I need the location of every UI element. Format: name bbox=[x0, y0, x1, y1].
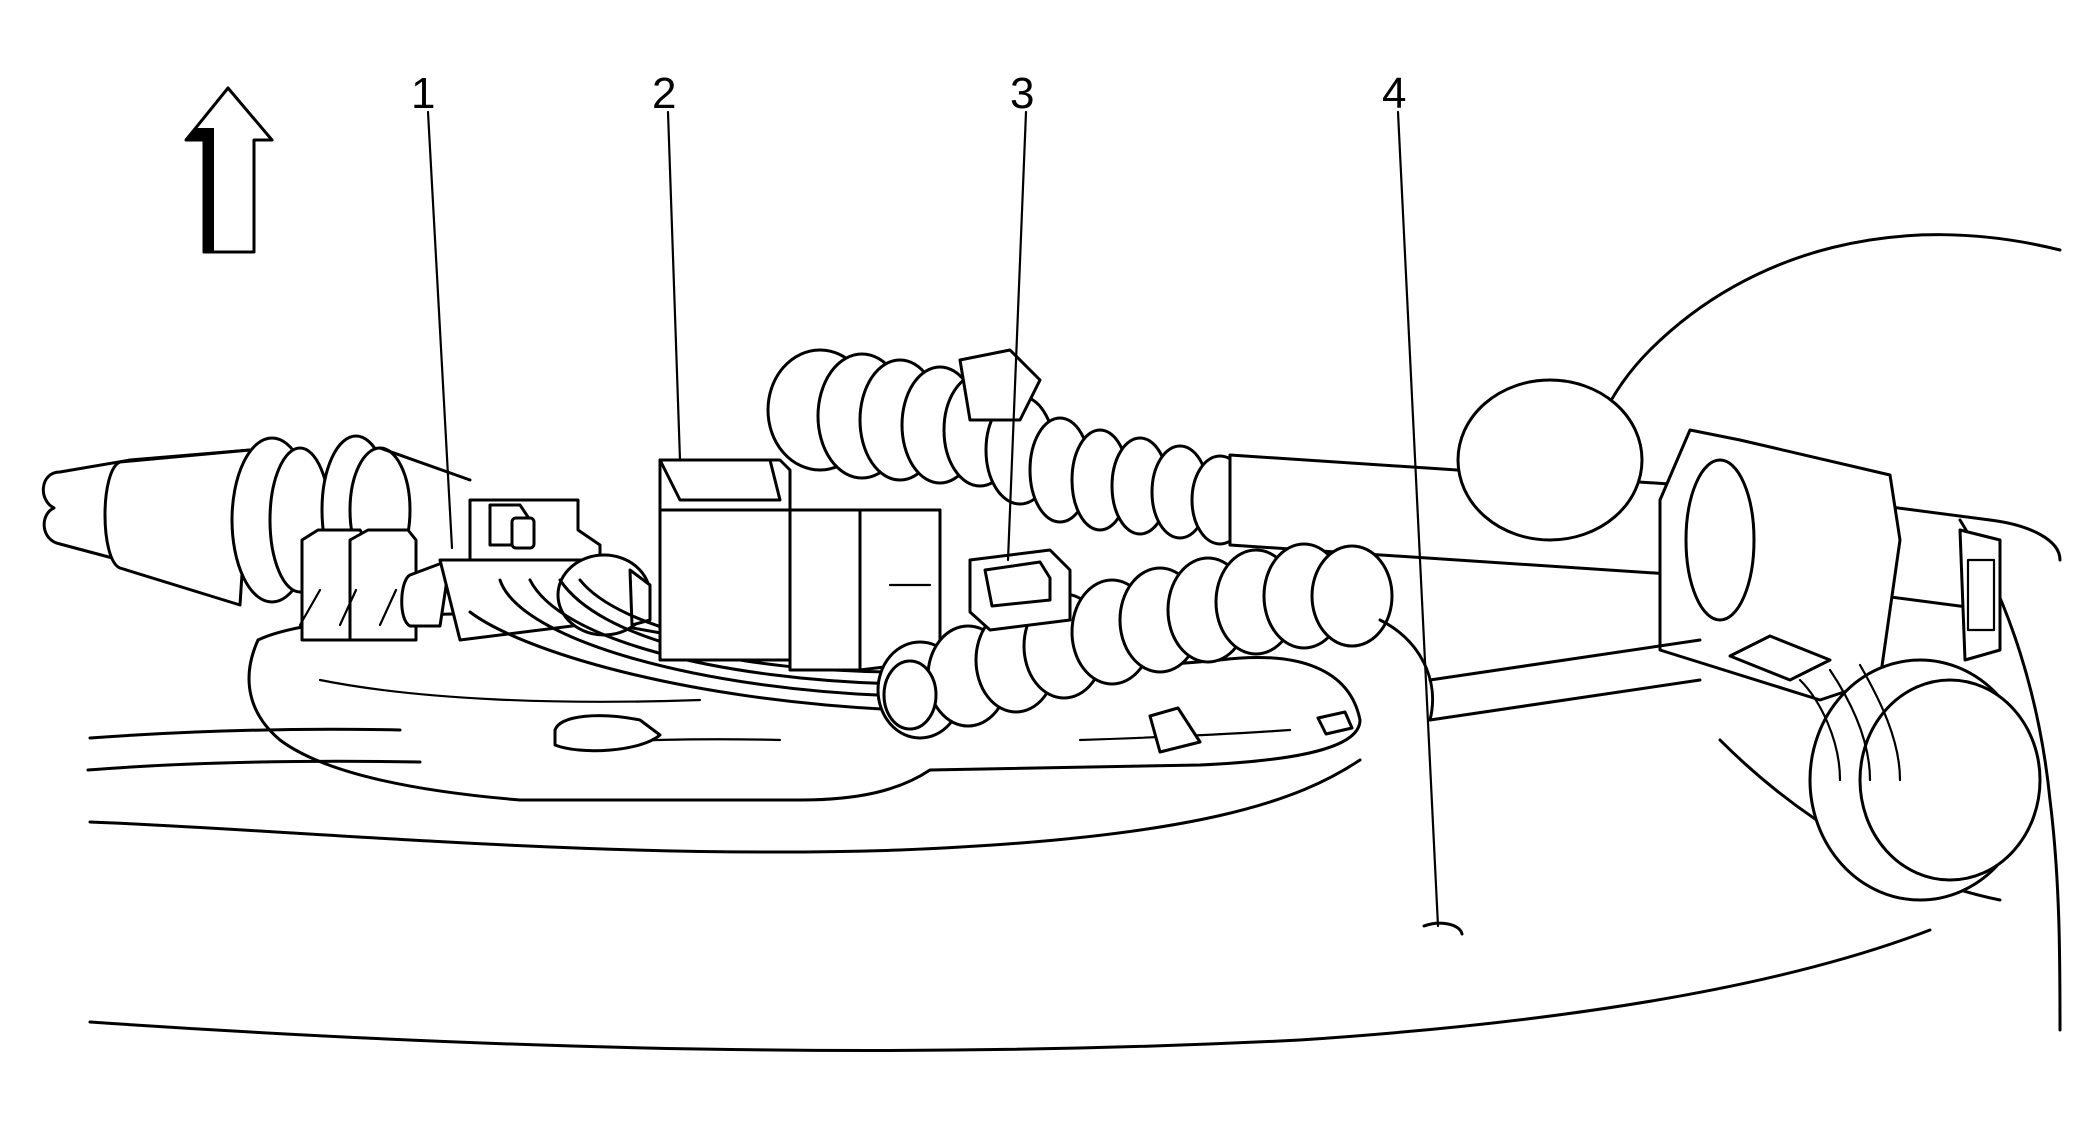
leader-line-3 bbox=[1006, 110, 1028, 562]
callout-3: 3 bbox=[1010, 69, 1034, 118]
up-arrow-icon bbox=[184, 86, 274, 254]
electrical-connector bbox=[400, 498, 652, 642]
right-hose bbox=[1456, 378, 2042, 902]
leader-line-2 bbox=[666, 110, 682, 462]
callout-2: 2 bbox=[652, 69, 676, 118]
module-flange bbox=[247, 612, 1362, 802]
leader-line-4 bbox=[1396, 110, 1440, 928]
corrugated-hose bbox=[766, 348, 1250, 546]
callout-4: 4 bbox=[1382, 69, 1406, 118]
callout-1: 1 bbox=[411, 69, 435, 118]
line-clip bbox=[1658, 428, 2002, 702]
fuel-pump-block bbox=[658, 458, 942, 672]
sender-connector bbox=[968, 548, 1072, 632]
leader-line-1 bbox=[426, 110, 454, 550]
left-connector bbox=[298, 528, 418, 642]
wrapped-wire-harness bbox=[876, 542, 1435, 740]
float-arm bbox=[1422, 638, 1702, 936]
